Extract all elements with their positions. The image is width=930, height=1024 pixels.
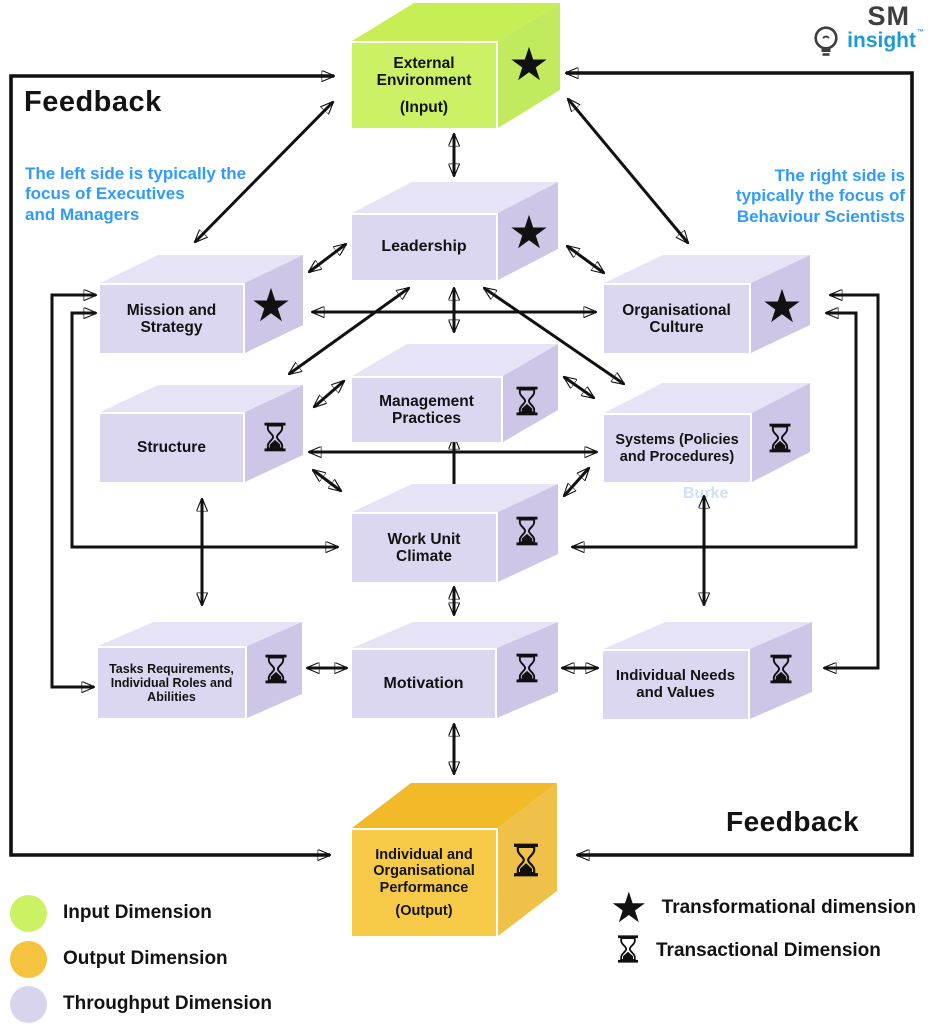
legend-transactional: Transactional Dimension — [618, 933, 881, 969]
box-label: Tasks Requirements, Individual Roles and… — [109, 661, 234, 705]
sm-insight-logo: SM insight ™ — [806, 1, 924, 70]
star-icon: ★ — [508, 205, 550, 259]
legend-throughput-dimension: Throughput Dimension — [10, 984, 272, 1024]
box-systems: Systems (Policies and Procedures) — [604, 383, 810, 482]
hourglass-icon — [618, 935, 638, 967]
box-front-face: Leadership — [352, 213, 498, 280]
arrow-leadership-mission — [309, 244, 346, 272]
legend-label: Transformational dimension — [661, 897, 917, 918]
arrow-feedback-left — [9, 76, 334, 855]
box-structure: Structure — [100, 385, 303, 482]
box-organisational-culture: Organisational Culture ★ — [604, 255, 810, 353]
box-front-face: Organisational Culture — [604, 283, 751, 353]
box-front-face: Systems (Policies and Procedures) — [604, 413, 752, 482]
box-label: Motivation — [383, 674, 464, 692]
arrow-leadership-culture — [567, 246, 604, 273]
box-label: Systems (Policies and Procedures) — [615, 432, 739, 465]
arrow-structure-climate — [313, 470, 341, 491]
arrow-env-mission — [195, 102, 333, 242]
legend-label: Transactional Dimension — [656, 940, 881, 961]
box-sublabel: (Output) — [395, 903, 453, 920]
box-front-face: External Environment (Input) — [352, 41, 498, 128]
note-right-side: The right side is typically the focus of… — [735, 166, 905, 226]
box-performance: Individual and Organisational Performanc… — [352, 783, 557, 936]
throughput-dimension-swatch — [10, 985, 47, 1023]
lightbulb-icon — [812, 25, 842, 70]
logo-tm-mark: ™ — [917, 29, 924, 36]
box-label: Organisational Culture — [622, 301, 731, 337]
box-front-face: Individual and Organisational Performanc… — [352, 828, 498, 936]
box-motivation: Motivation — [352, 622, 558, 718]
box-front-face: Management Practices — [352, 376, 503, 442]
hourglass-icon — [516, 516, 538, 550]
box-label: External Environment — [376, 54, 472, 90]
box-label: Management Practices — [379, 392, 474, 428]
box-individual-needs: Individual Needs and Values — [603, 622, 812, 719]
box-label: Mission and Strategy — [126, 301, 217, 337]
arrow-structure-leadership — [289, 288, 409, 374]
arrow-mission-tasks — [50, 295, 96, 687]
legend-label: Throughput Dimension — [63, 993, 272, 1014]
hourglass-icon — [770, 654, 792, 688]
star-icon: ★ — [761, 279, 803, 333]
legend-input-dimension: Input Dimension — [10, 893, 212, 933]
note-left-side: The left side is typically the focus of … — [25, 164, 247, 224]
input-dimension-swatch — [10, 894, 47, 932]
box-external-environment: External Environment (Input) ★ — [352, 3, 560, 128]
hourglass-icon — [516, 386, 538, 420]
feedback-label-bottom-right: Feedback — [726, 806, 860, 837]
box-tasks-requirements: Tasks Requirements, Individual Roles and… — [98, 622, 302, 718]
box-front-face: Work Unit Climate — [352, 512, 498, 582]
box-mission-strategy: Mission and Strategy ★ — [100, 255, 303, 353]
logo-sm-text: SM — [867, 1, 910, 31]
output-dimension-swatch — [10, 940, 47, 978]
box-front-face: Motivation — [352, 648, 497, 718]
logo-insight-text: insight — [847, 29, 916, 52]
star-icon: ★ — [508, 37, 550, 91]
box-label: Individual and Organisational Performanc… — [373, 846, 475, 896]
hourglass-icon — [516, 653, 538, 687]
box-label: Work Unit Climate — [387, 530, 461, 566]
feedback-label-top-left: Feedback — [24, 86, 162, 118]
box-front-face: Structure — [100, 412, 245, 482]
arrow-structure-practices — [314, 381, 344, 407]
arrow-culture-needs — [824, 295, 880, 668]
box-front-face: Tasks Requirements, Individual Roles and… — [98, 646, 247, 718]
arrow-culture-climate — [572, 313, 858, 547]
box-leadership: Leadership ★ — [352, 182, 558, 280]
legend-label: Output Dimension — [63, 948, 228, 969]
hourglass-icon — [514, 843, 538, 881]
arrow-env-culture — [568, 99, 688, 243]
arrow-systems-climate — [564, 468, 589, 496]
star-icon: ★ — [610, 883, 648, 932]
hourglass-icon — [769, 423, 791, 457]
box-label: Structure — [137, 439, 206, 457]
box-sublabel: (Input) — [399, 98, 449, 116]
hourglass-icon — [265, 654, 287, 688]
box-management-practices: Management Practices — [352, 344, 558, 442]
arrow-leadership-systems — [484, 288, 624, 384]
star-icon: ★ — [250, 278, 292, 332]
arrow-feedback-right — [566, 73, 914, 855]
legend-transformational: ★ Transformational dimension — [610, 883, 917, 932]
box-front-face: Mission and Strategy — [100, 283, 245, 353]
box-label: Leadership — [381, 238, 467, 256]
arrow-practices-systems — [564, 377, 594, 398]
box-label: Individual Needs and Values — [615, 667, 736, 701]
legend-label: Input Dimension — [63, 902, 212, 923]
box-work-unit-climate: Work Unit Climate — [352, 484, 558, 582]
box-front-face: Individual Needs and Values — [603, 649, 750, 719]
legend-output-dimension: Output Dimension — [10, 939, 228, 979]
hourglass-icon — [264, 422, 286, 456]
